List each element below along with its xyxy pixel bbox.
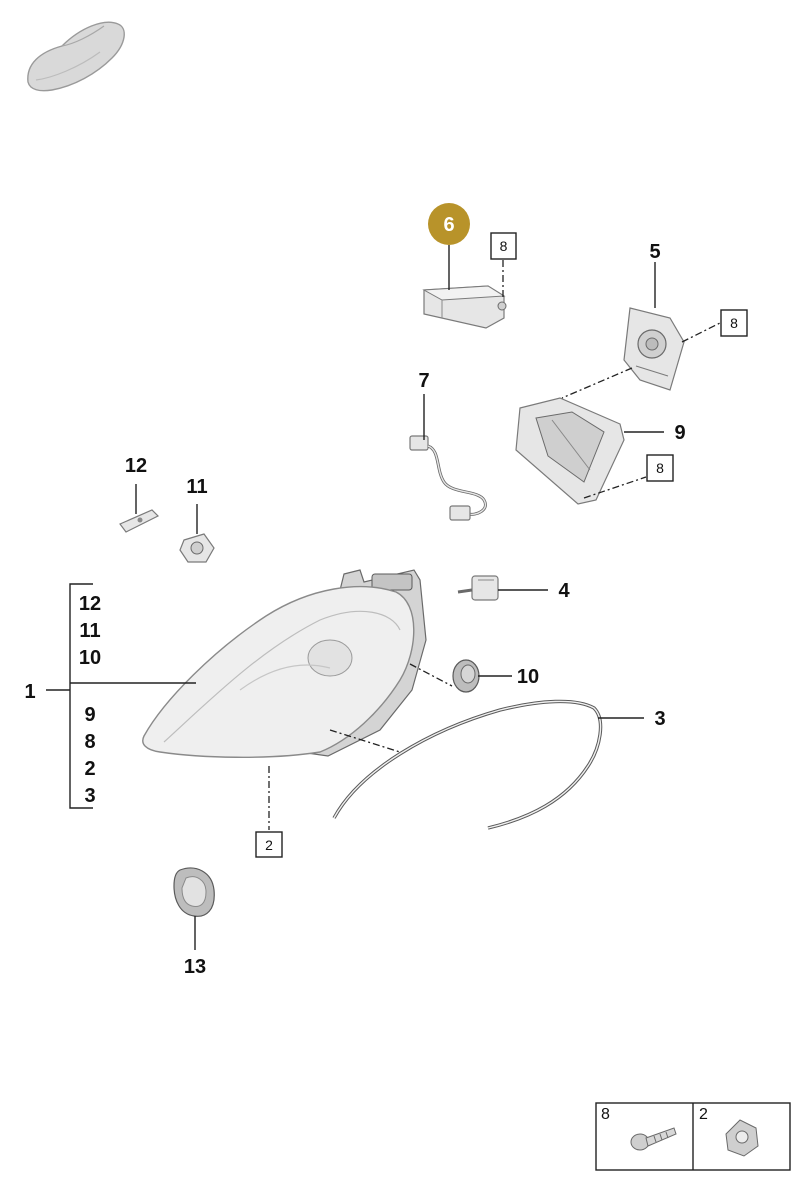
ref-box-8-module[interactable]: 8 xyxy=(490,232,517,260)
bracket-part-5[interactable] xyxy=(623,307,685,391)
svg-text:8: 8 xyxy=(730,315,738,331)
dash-line-bracket-link xyxy=(561,367,633,399)
clip-part-12[interactable] xyxy=(119,509,160,533)
callout-7: 7 xyxy=(418,370,429,392)
grommet-part-13[interactable] xyxy=(173,867,215,917)
car-thumbnail-icon[interactable] xyxy=(27,21,125,92)
bracket-item-2: 2 xyxy=(84,758,95,780)
wiring-harness-part-7[interactable] xyxy=(409,435,487,521)
dash-line-8-bracket-bottom xyxy=(583,476,647,499)
callout-5: 5 xyxy=(649,241,660,263)
callout-6: 6 xyxy=(443,214,454,236)
ref-box-8-bracket-top[interactable]: 8 xyxy=(720,309,748,337)
bracket-item-10: 10 xyxy=(79,647,101,669)
legend-number-nut: 2 xyxy=(699,1106,708,1123)
callout-13: 13 xyxy=(184,956,206,978)
callout-4: 4 xyxy=(558,580,570,602)
bracket-item-12: 12 xyxy=(79,593,101,615)
legend-number-screw: 8 xyxy=(601,1106,610,1123)
callout-11: 11 xyxy=(186,476,207,498)
bracket-item-11: 11 xyxy=(79,620,100,642)
callout-1: 1 xyxy=(24,681,35,703)
bracket-item-8: 8 xyxy=(84,731,95,753)
nut-icon[interactable] xyxy=(725,1119,759,1157)
mounting-frame-part-9[interactable] xyxy=(515,397,625,505)
control-module-part[interactable] xyxy=(422,285,507,329)
highlight-circle xyxy=(428,203,470,245)
callout-12: 12 xyxy=(125,455,147,477)
bracket-item-9: 9 xyxy=(84,704,95,726)
callout-3: 3 xyxy=(654,708,665,730)
seal-part-3[interactable] xyxy=(332,699,603,830)
callout-10: 10 xyxy=(517,666,539,688)
bracket-item-3: 3 xyxy=(84,785,95,807)
svg-text:2: 2 xyxy=(265,837,273,853)
part-1-bracket xyxy=(46,583,196,809)
screw-icon[interactable] xyxy=(630,1127,677,1151)
ref-box-2-headlight[interactable]: 2 xyxy=(255,831,283,858)
dash-line-seal xyxy=(329,729,401,753)
svg-text:8: 8 xyxy=(656,460,664,476)
ref-box-8-bracket-bottom[interactable]: 8 xyxy=(646,454,674,482)
cap-part-10[interactable] xyxy=(452,659,480,693)
holder-part-11[interactable] xyxy=(179,533,215,563)
callout-9: 9 xyxy=(674,422,685,444)
fastener-legend: 8 2 xyxy=(595,1102,791,1171)
bulb-part-4[interactable] xyxy=(457,575,499,601)
dash-line-8-bracket-top xyxy=(681,322,721,343)
svg-text:8: 8 xyxy=(500,238,508,254)
highlight-badge-6[interactable]: 6 xyxy=(428,203,470,245)
headlight-assembly-part-1[interactable] xyxy=(142,569,427,758)
